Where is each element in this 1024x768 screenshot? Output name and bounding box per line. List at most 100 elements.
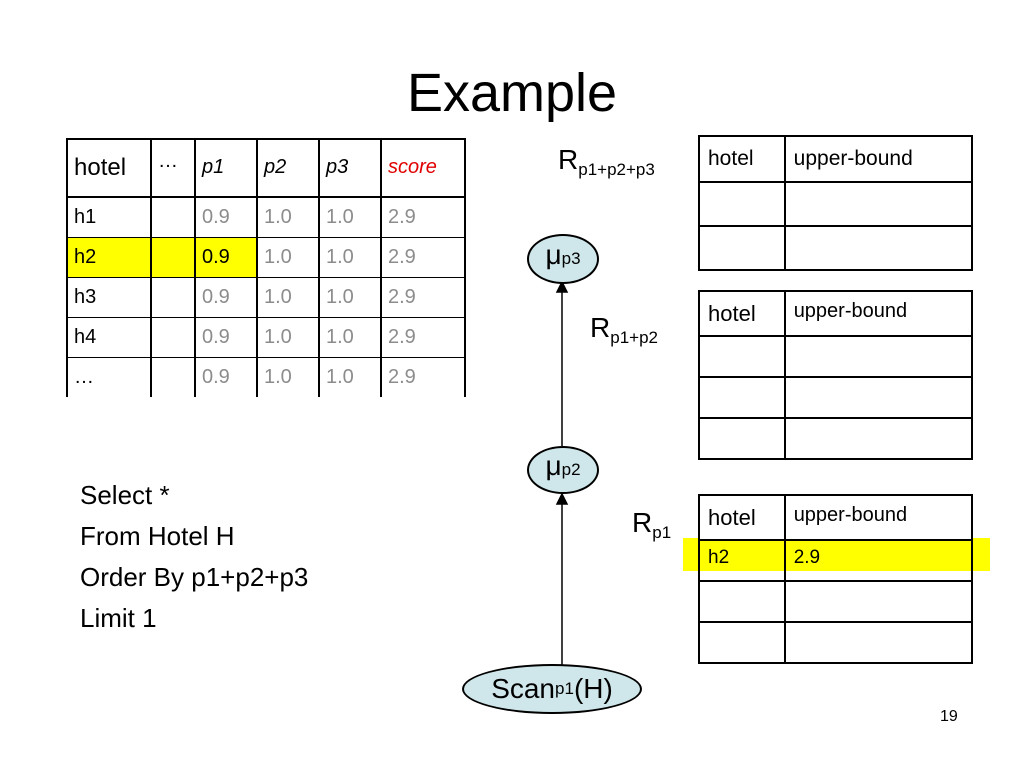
cell-p1: 0.9	[194, 277, 258, 318]
header-hotel: hotel	[698, 290, 786, 337]
cell-upper-bound	[783, 335, 974, 378]
cell-hotel: h2	[66, 237, 152, 278]
cell-score: 2.9	[380, 317, 466, 358]
cell-upper-bound	[783, 181, 974, 227]
hotel-scores-table: hotel … p1 p2 p3 score h1 0.9 1.0 1.0 2.…	[66, 138, 466, 397]
scan-label: Scan	[491, 673, 556, 704]
arrowhead-mu-p2	[555, 492, 569, 505]
cell-p1: 0.9	[194, 197, 258, 238]
cell-p2: 1.0	[256, 317, 320, 358]
cell-hotel: …	[66, 357, 152, 397]
cell-p2: 1.0	[256, 237, 320, 278]
cell-upper-bound	[783, 580, 974, 623]
cell-p3: 1.0	[318, 237, 382, 278]
cell-p2: 1.0	[256, 277, 320, 318]
cell-hotel	[698, 417, 786, 460]
r-main: R	[590, 312, 611, 343]
header-ellipsis: …	[150, 138, 196, 198]
table-row-highlighted: h2 0.9 1.0 1.0 2.9	[66, 237, 466, 278]
cell-hotel	[698, 181, 786, 227]
cell-upper-bound	[783, 225, 974, 271]
cell-upper-bound: 2.9	[783, 539, 974, 582]
header-p3: p3	[318, 138, 382, 198]
cell-hotel: h3	[66, 277, 152, 318]
header-upper-bound: upper-bound	[783, 494, 974, 541]
r-p1p2-label: Rp1+p2	[590, 312, 658, 348]
table-row	[698, 181, 974, 227]
r-p1p2p3-table: hotel upper-bound	[698, 135, 974, 271]
r-main: R	[558, 144, 579, 175]
r-main: R	[632, 507, 653, 538]
cell-upper-bound	[783, 417, 974, 460]
mu-p2-sub: p2	[561, 460, 581, 479]
table-header-row: hotel upper-bound	[698, 290, 974, 337]
r-sub: p1+p2+p3	[578, 160, 655, 179]
scan-suffix: (H)	[573, 673, 613, 704]
cell-hotel: h4	[66, 317, 152, 358]
cell-p1: 0.9	[194, 357, 258, 397]
table-row: h1 0.9 1.0 1.0 2.9	[66, 197, 466, 238]
cell-ellipsis	[150, 357, 196, 397]
cell-p3: 1.0	[318, 357, 382, 397]
table-row: … 0.9 1.0 1.0 2.9	[66, 357, 466, 397]
table-header-row: hotel … p1 p2 p3 score	[66, 138, 466, 198]
header-hotel: hotel	[66, 138, 152, 198]
header-upper-bound: upper-bound	[783, 290, 974, 337]
header-p1: p1	[194, 138, 258, 198]
cell-hotel	[698, 376, 786, 419]
header-hotel: hotel	[698, 135, 786, 183]
cell-ellipsis	[150, 277, 196, 318]
cell-ellipsis	[150, 317, 196, 358]
table-header-row: hotel upper-bound	[698, 135, 974, 183]
table-row	[698, 376, 974, 419]
query-line-from: From Hotel H	[80, 521, 235, 551]
table-row	[698, 225, 974, 271]
r-p1-table: hotel upper-bound h2 2.9	[698, 494, 974, 664]
r-sub: p1	[652, 523, 672, 542]
table-row	[698, 621, 974, 664]
cell-p3: 1.0	[318, 277, 382, 318]
page-number: 19	[940, 708, 958, 725]
query-line-select: Select *	[80, 480, 170, 510]
header-p2: p2	[256, 138, 320, 198]
r-p1-label: Rp1	[632, 507, 671, 543]
table-header-row: hotel upper-bound	[698, 494, 974, 541]
cell-hotel	[698, 225, 786, 271]
cell-p2: 1.0	[256, 357, 320, 397]
table-row	[698, 580, 974, 623]
mu-symbol: μ	[545, 450, 562, 481]
cell-p2: 1.0	[256, 197, 320, 238]
cell-p3: 1.0	[318, 197, 382, 238]
r-p1p2p3-label: Rp1+p2+p3	[558, 144, 655, 180]
cell-upper-bound	[783, 621, 974, 664]
cell-hotel: h2	[698, 539, 786, 582]
cell-p1: 0.9	[194, 237, 258, 278]
mu-symbol: μ	[545, 239, 562, 270]
table-row: h4 0.9 1.0 1.0 2.9	[66, 317, 466, 358]
table-row-highlighted: h2 2.9	[698, 539, 974, 582]
cell-score: 2.9	[380, 277, 466, 318]
cell-upper-bound	[783, 376, 974, 419]
cell-score: 2.9	[380, 357, 466, 397]
cell-p1: 0.9	[194, 317, 258, 358]
cell-hotel	[698, 580, 786, 623]
cell-hotel	[698, 621, 786, 664]
cell-score: 2.9	[380, 237, 466, 278]
scan-sub: p1	[555, 679, 574, 698]
arrowhead-mu-p3	[555, 280, 569, 293]
cell-ellipsis	[150, 237, 196, 278]
table-row	[698, 417, 974, 460]
mu-p3-sub: p3	[561, 249, 581, 268]
cell-hotel	[698, 335, 786, 378]
cell-score: 2.9	[380, 197, 466, 238]
cell-ellipsis	[150, 197, 196, 238]
r-sub: p1+p2	[610, 328, 658, 347]
cell-hotel: h1	[66, 197, 152, 238]
table-row	[698, 335, 974, 378]
header-hotel: hotel	[698, 494, 786, 541]
header-upper-bound: upper-bound	[783, 135, 974, 183]
